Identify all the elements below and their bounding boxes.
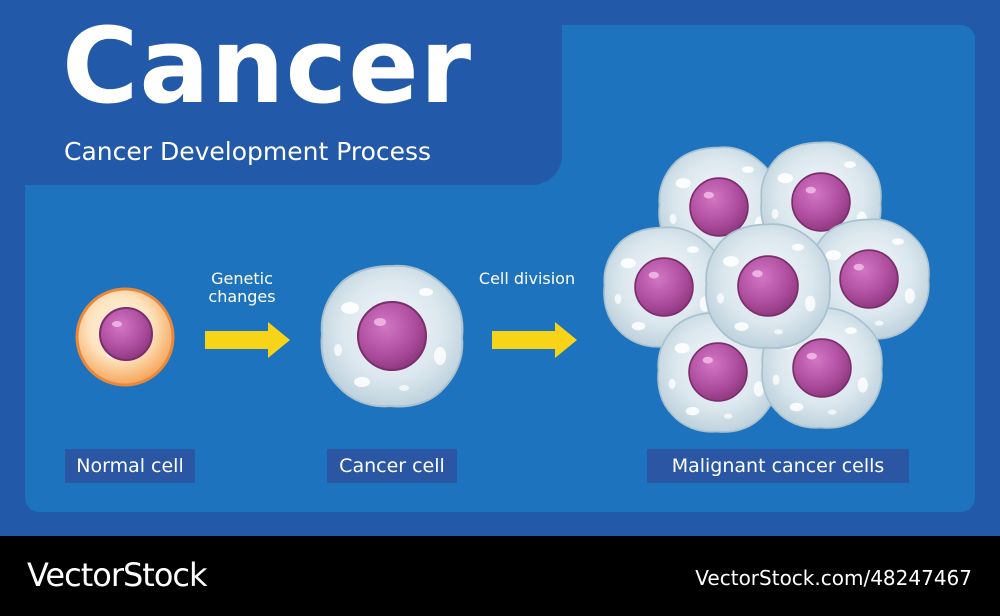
arrow-right-icon bbox=[205, 322, 290, 358]
normal-cell-illustration bbox=[75, 287, 175, 387]
header-tab bbox=[25, 25, 562, 185]
arrow-label-line: Genetic bbox=[211, 269, 273, 288]
cancer-cell-illustration bbox=[320, 264, 464, 408]
page-title: Cancer bbox=[62, 5, 473, 127]
malignant-cell-cluster bbox=[603, 141, 930, 433]
page-subtitle: Cancer Development Process bbox=[64, 137, 432, 166]
image-credit: VectorStock.com/48247467 bbox=[695, 566, 972, 590]
arrow-right-icon bbox=[492, 322, 577, 358]
cell-division-label: Cell division bbox=[478, 269, 576, 288]
malignant-cells-label: Malignant cancer cells bbox=[647, 449, 909, 483]
arrow-label-line: changes bbox=[208, 287, 276, 306]
normal-cell-label: Normal cell bbox=[65, 449, 195, 483]
cancer-development-diagram bbox=[75, 141, 930, 433]
footer-bar: VectorStock VectorStock.com/48247467 bbox=[0, 536, 1000, 616]
cancer-cell-label: Cancer cell bbox=[327, 449, 457, 483]
brand-logo: VectorStock bbox=[27, 556, 208, 594]
genetic-changes-label: Genetic changes bbox=[195, 270, 289, 306]
